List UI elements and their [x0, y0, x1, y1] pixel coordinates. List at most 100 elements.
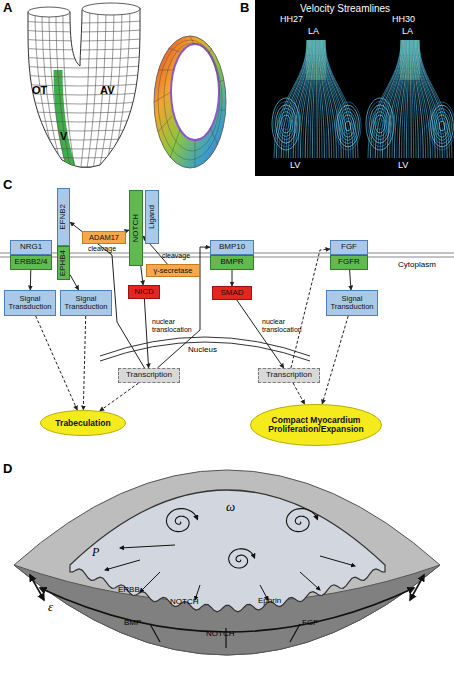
figure-label: cleavage [162, 252, 190, 260]
velocity-streamline [325, 40, 358, 158]
figure-label: NOTCH [170, 598, 198, 607]
arrow-connector [30, 270, 32, 290]
figure-label: BMP [124, 619, 141, 628]
pathway-box: NICD [128, 285, 160, 299]
node-text: NRG1 [20, 243, 42, 251]
node-text: Signal Transduction [327, 295, 377, 311]
velocity-vortex [337, 105, 360, 147]
outcome-ellipse: Compact Myocardium Proliferation/Expansi… [250, 404, 382, 446]
velocity-vortex [281, 115, 291, 133]
pathway-box: FGF [330, 240, 368, 255]
figure-label: V [60, 130, 67, 142]
pathway-box: ADAM17 [82, 231, 126, 244]
velocity-vortex [338, 108, 357, 143]
velocity-vortex [276, 105, 297, 143]
vortex-group [167, 509, 318, 568]
ring-section [154, 36, 226, 168]
node-text: ADAM17 [89, 234, 119, 242]
pathway-box: Signal Transduction [60, 290, 112, 316]
pathway-box: Ligand [145, 190, 159, 244]
velocity-vortex [340, 112, 356, 141]
node-text: NICD [134, 288, 154, 296]
dashed-connector [83, 316, 85, 410]
figure-label: AV [100, 84, 114, 96]
figure-label: HH27 [280, 15, 303, 25]
node-text: SMAD [220, 289, 243, 297]
dashed-connector [322, 316, 348, 404]
figure-label: LA [308, 27, 319, 37]
node-text: BMPR [220, 258, 243, 266]
velocity-vortex [272, 98, 300, 150]
outcome-ellipse: Trabeculation [40, 410, 126, 436]
figure-label: ω [226, 500, 235, 514]
figure-label: ε [48, 600, 53, 614]
vortex-spiral [287, 509, 318, 532]
figure-label: LV [290, 161, 300, 171]
heart-tube-mesh [0, 0, 160, 175]
figure-label: nuclear translocation [262, 318, 308, 333]
vortex-spiral [167, 509, 198, 532]
velocity-vortex [342, 115, 354, 137]
velocity-vortex [371, 108, 388, 140]
figure-label: Ephrin [258, 597, 281, 606]
pressure-arrows [105, 545, 355, 600]
velocity-vortex [375, 115, 385, 133]
dashed-connector [293, 383, 305, 404]
velocity-vortex [335, 102, 361, 150]
pathway-box: FGFR [330, 255, 368, 270]
velocity-vortex [279, 112, 293, 137]
figure-label: HH30 [392, 15, 415, 25]
arrow-connector [70, 275, 79, 290]
velocity-vortex [373, 112, 387, 137]
velocity-vortex [434, 112, 450, 141]
pathway-box: BMP10 [210, 240, 254, 255]
figure-label: Cytoplasm [398, 261, 436, 270]
velocity-streamline [375, 40, 402, 158]
pathway-box: Signal Transduction [326, 290, 378, 316]
figure-label: Velocity Streamlines [300, 3, 390, 14]
velocity-vortex [431, 105, 454, 147]
pathway-box: BMPR [210, 255, 254, 270]
pathway-box: EPHB4 [57, 246, 70, 280]
figure-label: ERBB [118, 586, 140, 595]
dashed-connector [36, 316, 78, 410]
velocity-vortex [432, 108, 451, 143]
figure-label: C [3, 178, 12, 192]
velocity-vortex [366, 98, 394, 150]
figure-label: LV [398, 161, 408, 171]
velocity-jet [306, 40, 326, 80]
velocity-vortex [370, 105, 391, 143]
figure-label: FGF [302, 619, 318, 628]
velocity-panel [255, 0, 454, 176]
figure-label: OT [32, 84, 47, 96]
pathway-box: SMAD [212, 286, 252, 300]
chamber-cavity [70, 490, 385, 612]
node-text: EFNB2 [59, 204, 67, 230]
streamline-group [272, 40, 454, 158]
dashed-connector [100, 383, 139, 411]
nuclear-envelope [100, 337, 310, 361]
figure-label: nuclear translocation [152, 318, 198, 333]
node-text: FGFR [338, 258, 360, 266]
arrow-connector [141, 266, 143, 285]
node-text: NOTCH [132, 214, 140, 242]
node-text: ERBB2/4 [15, 258, 48, 266]
figure-label: B [240, 1, 249, 15]
velocity-streamline [281, 40, 308, 158]
pathway-box: EFNB2 [57, 188, 70, 246]
figure-label: D [3, 462, 12, 476]
pathway-box: NRG1 [10, 240, 52, 255]
pathway-box: Signal Transduction [4, 290, 56, 316]
arrow-connector [144, 299, 148, 368]
velocity-vortex [429, 102, 454, 150]
velocity-vortex [274, 101, 298, 146]
strain-arrows [30, 575, 424, 648]
velocity-streamline [419, 40, 452, 158]
figure-label: NOTCH [206, 630, 234, 639]
ellipse-shape [251, 405, 382, 446]
pathway-box: γ-secretase [146, 264, 200, 277]
figure-label: LA [402, 27, 413, 37]
